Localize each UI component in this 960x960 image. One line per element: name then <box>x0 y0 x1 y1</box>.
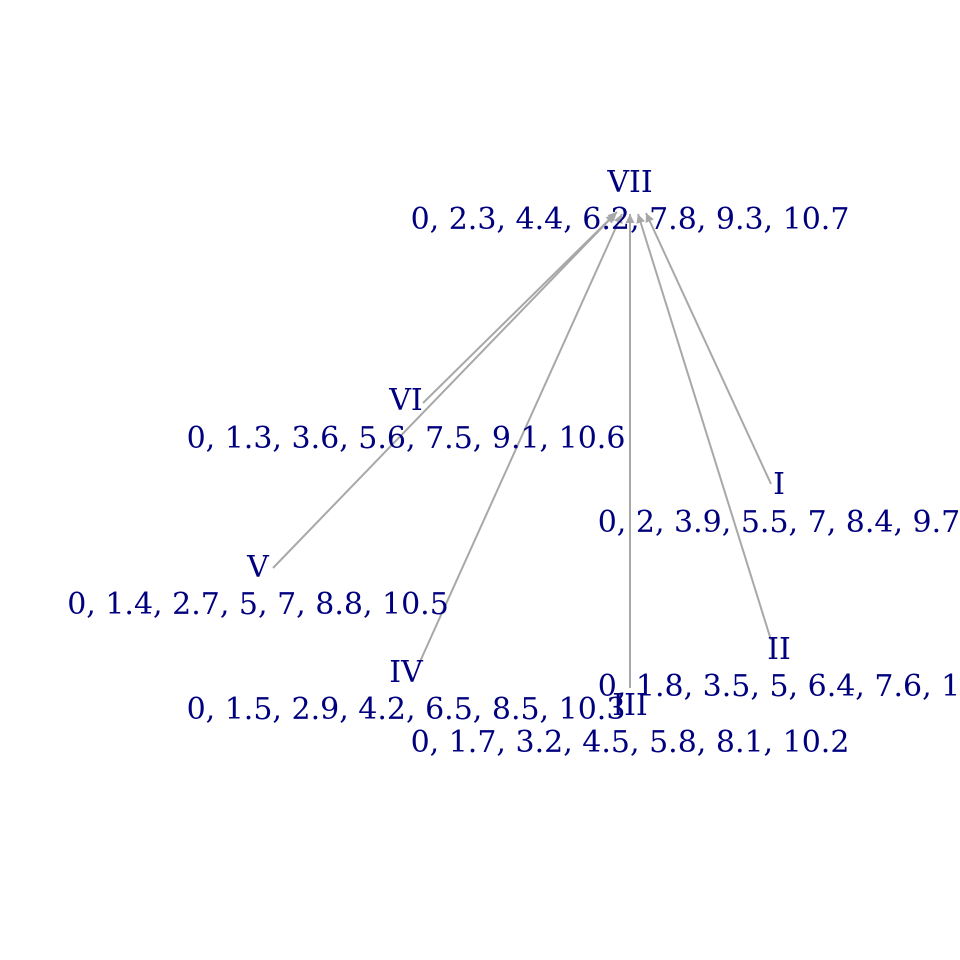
node-label: I <box>773 467 785 502</box>
edge-v-to-vii <box>272 213 616 569</box>
node-values: 0, 1.7, 3.2, 4.5, 5.8, 8.1, 10.2 <box>411 725 850 760</box>
node-label: VI <box>388 383 423 418</box>
node-values: 0, 2.3, 4.4, 6.2, 7.8, 9.3, 10.7 <box>411 202 850 237</box>
node-values: 0, 1.8, 3.5, 5, 6.4, 7.6, 1 <box>598 669 960 704</box>
node-values: 0, 2, 3.9, 5.5, 7, 8.4, 9.7 <box>598 505 960 540</box>
edges <box>272 211 772 688</box>
node-ii: II0, 1.8, 3.5, 5, 6.4, 7.6, 1 <box>598 632 960 704</box>
node-vi: VI0, 1.3, 3.6, 5.6, 7.5, 9.1, 10.6 <box>187 383 626 456</box>
node-label: III <box>612 688 648 723</box>
edge-iv-to-vii <box>417 213 623 667</box>
edge-vi-to-vii <box>422 211 618 404</box>
edge-i-to-vii <box>645 212 772 485</box>
node-label: II <box>767 632 791 667</box>
node-values: 0, 1.4, 2.7, 5, 7, 8.8, 10.5 <box>67 587 449 622</box>
node-i: I0, 2, 3.9, 5.5, 7, 8.4, 9.7 <box>598 467 960 540</box>
node-label: V <box>246 550 270 585</box>
node-label: IV <box>389 655 424 690</box>
node-label: VII <box>606 165 652 200</box>
edge-ii-to-vii <box>636 213 772 641</box>
node-values: 0, 1.5, 2.9, 4.2, 6.5, 8.5, 10.3 <box>187 692 626 727</box>
node-iv: IV0, 1.5, 2.9, 4.2, 6.5, 8.5, 10.3 <box>187 655 626 727</box>
node-values: 0, 1.3, 3.6, 5.6, 7.5, 9.1, 10.6 <box>187 421 626 456</box>
node-v: V0, 1.4, 2.7, 5, 7, 8.8, 10.5 <box>67 550 449 622</box>
